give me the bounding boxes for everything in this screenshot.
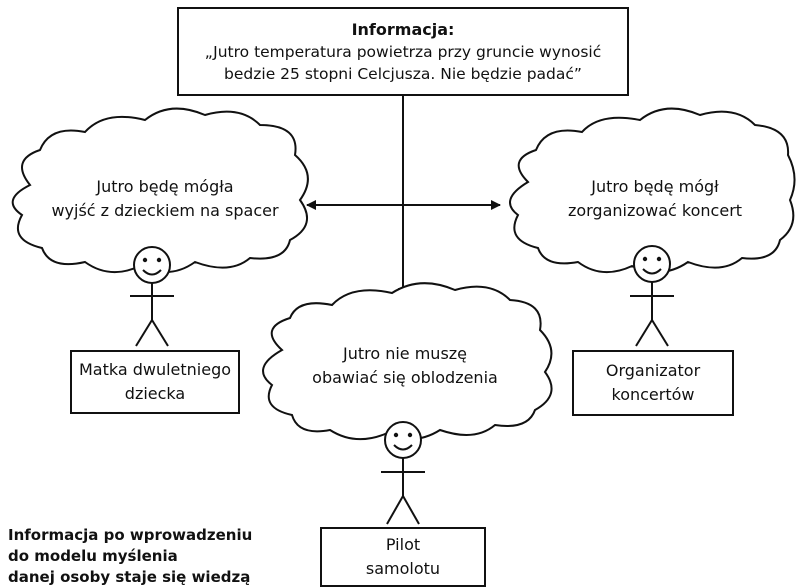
stick-figure-mother xyxy=(130,246,174,347)
person-organizer-line-2: koncertów xyxy=(611,385,695,404)
thought-left-line-2: wyjść z dzieckiem na spacer xyxy=(51,201,279,220)
thought-cloud-center xyxy=(262,282,553,441)
stick-figure-organizer xyxy=(630,245,674,347)
person-box-pilot: Pilot samolotu xyxy=(320,527,486,587)
thought-right-line-2: zorganizować koncert xyxy=(567,201,743,220)
person-pilot-line-1: Pilot xyxy=(385,535,421,554)
thought-text-left: Jutro będę mógła wyjść z dzieckiem na sp… xyxy=(40,175,290,223)
stick-figure-pilot xyxy=(381,421,425,525)
person-pilot-line-2: samolotu xyxy=(365,559,441,578)
person-mother-line-1: Matka dwuletniego xyxy=(78,360,232,379)
person-mother-line-2: dziecka xyxy=(124,384,186,403)
thought-text-right: Jutro będę mógł zorganizować koncert xyxy=(530,175,780,223)
person-box-organizer: Organizator koncertów xyxy=(572,350,734,416)
information-box: Informacja: „Jutro temperatura powietrza… xyxy=(177,7,629,96)
information-line-2: bedzie 25 stopni Celcjusza. Nie będzie p… xyxy=(224,64,582,83)
information-title: Informacja: xyxy=(351,19,455,39)
person-box-mother: Matka dwuletniego dziecka xyxy=(70,350,240,414)
thought-text-center: Jutro nie muszę obawiać się oblodzenia xyxy=(285,342,525,390)
thought-cloud-right xyxy=(509,107,796,273)
thought-right-line-1: Jutro będę mógł xyxy=(591,177,719,196)
thought-center-line-2: obawiać się oblodzenia xyxy=(312,368,498,387)
thought-left-line-1: Jutro będę mógła xyxy=(96,177,234,196)
footnote-line-3: danej osoby staje się wiedzą xyxy=(8,568,251,586)
thought-center-line-1: Jutro nie muszę xyxy=(342,344,468,363)
footnote-line-2: do modelu myślenia xyxy=(8,547,178,565)
knowledge-footnote: Informacja po wprowadzeniu do modelu myś… xyxy=(8,525,252,588)
thought-cloud-left xyxy=(11,107,309,273)
footnote-line-1: Informacja po wprowadzeniu xyxy=(8,526,253,544)
person-organizer-line-1: Organizator xyxy=(605,361,701,380)
information-line-1: „Jutro temperatura powietrza przy grunci… xyxy=(204,42,602,61)
